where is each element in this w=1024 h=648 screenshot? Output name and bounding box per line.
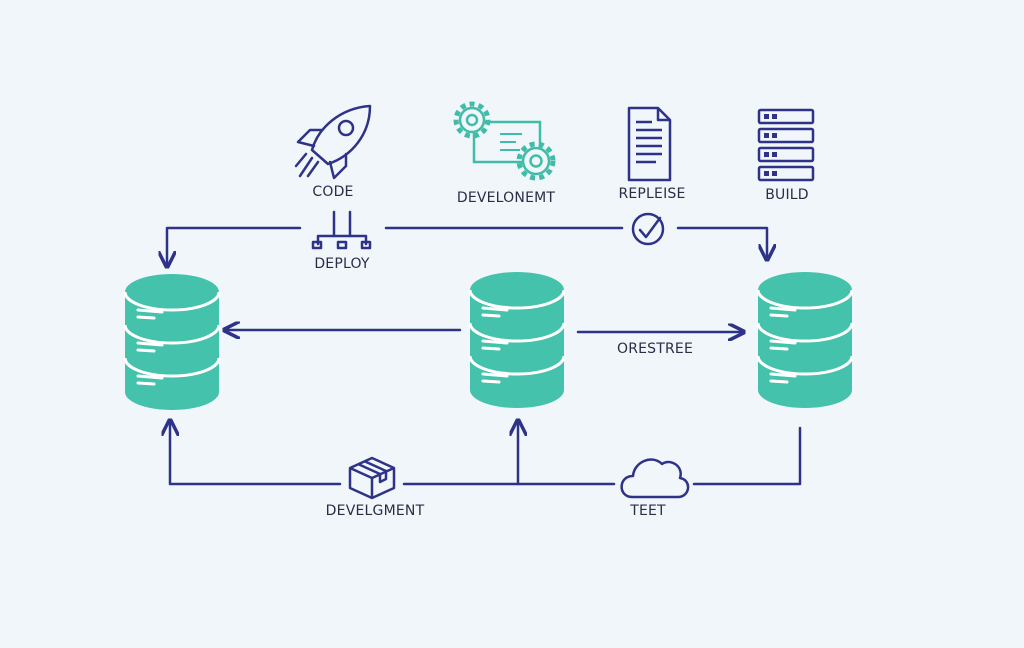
- label-test: TEET: [630, 503, 666, 519]
- label-developer-top: DEVELONEMT: [456, 190, 556, 206]
- database-icon-center: [468, 270, 566, 410]
- gears-screen-icon: [453, 101, 556, 181]
- label-deploy: DEPLOY: [314, 256, 370, 272]
- check-circle-icon: [631, 212, 665, 246]
- document-icon: [627, 106, 672, 182]
- connector-right-down: [676, 226, 767, 258]
- rocket-icon: [294, 104, 372, 180]
- label-release: REPLEISE: [618, 186, 686, 202]
- package-box-icon: [348, 456, 396, 500]
- connector-bottom-right: [692, 426, 802, 486]
- label-orestree: ORESTREE: [616, 341, 694, 357]
- branch-icon: [311, 210, 372, 250]
- label-code: CODE: [312, 184, 354, 200]
- label-build: BUILD: [765, 187, 809, 203]
- connector-bottom-left-up: [170, 422, 342, 486]
- connector-left-down: [167, 226, 302, 265]
- label-development-bottom: DEVELGMENT: [325, 503, 425, 519]
- database-icon-left: [123, 272, 221, 412]
- database-icon-right: [756, 270, 854, 410]
- server-rack-icon: [757, 108, 815, 182]
- cloud-icon: [620, 458, 690, 499]
